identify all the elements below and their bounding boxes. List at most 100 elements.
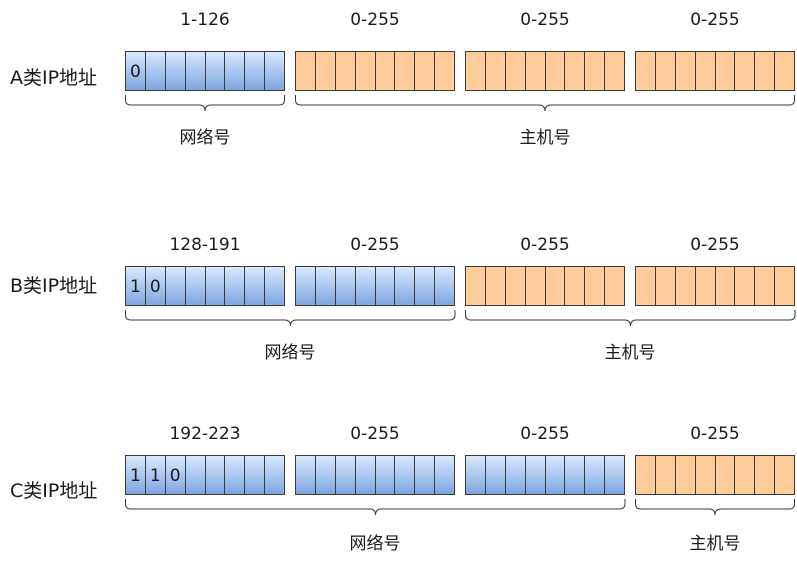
range-label: 0-255 bbox=[350, 424, 400, 444]
bit-cell bbox=[506, 52, 526, 90]
bit-cell bbox=[585, 52, 606, 90]
bit-cell bbox=[755, 52, 776, 90]
bit-cell bbox=[585, 456, 606, 494]
bit-cell bbox=[565, 52, 586, 90]
bit-cell bbox=[546, 456, 566, 494]
bit-cell bbox=[696, 52, 716, 90]
bit-cell bbox=[656, 456, 676, 494]
bit-cell bbox=[356, 456, 376, 494]
bit-cell bbox=[206, 456, 226, 494]
bit-cell bbox=[716, 267, 736, 305]
bit-cell bbox=[336, 456, 356, 494]
bit-cell bbox=[696, 456, 716, 494]
bit-cell bbox=[356, 267, 376, 305]
octet-4 bbox=[635, 266, 795, 306]
host-brace bbox=[635, 499, 795, 516]
bit-cell bbox=[166, 267, 186, 305]
bit-cell bbox=[395, 456, 416, 494]
bit-cell bbox=[506, 267, 526, 305]
network-part-label: 网络号 bbox=[349, 534, 401, 554]
range-label: 0-255 bbox=[520, 424, 570, 444]
bit-cell bbox=[296, 52, 316, 90]
octet-4 bbox=[635, 455, 795, 495]
bit-cell bbox=[376, 456, 396, 494]
bit-cell: 0 bbox=[146, 267, 166, 305]
range-label: 0-255 bbox=[520, 10, 570, 30]
bit-cell bbox=[775, 52, 794, 90]
range-label: 0-255 bbox=[690, 235, 740, 255]
bit-cell bbox=[186, 267, 206, 305]
bit-cell bbox=[466, 52, 486, 90]
bit-cell bbox=[336, 267, 356, 305]
bit-cell bbox=[656, 52, 676, 90]
range-label: 0-255 bbox=[350, 10, 400, 30]
octet-3 bbox=[465, 51, 625, 91]
bit-cell bbox=[526, 456, 546, 494]
bit-cell: 1 bbox=[126, 267, 146, 305]
range-label: 0-255 bbox=[690, 424, 740, 444]
bit-cell bbox=[466, 267, 486, 305]
range-label: 128-191 bbox=[169, 235, 241, 255]
octet-3 bbox=[465, 266, 625, 306]
bit-cell bbox=[225, 267, 246, 305]
octet-2 bbox=[295, 455, 455, 495]
octet-3 bbox=[465, 455, 625, 495]
bit-cell bbox=[415, 267, 436, 305]
bit-cell bbox=[735, 456, 756, 494]
bit-cell bbox=[206, 52, 226, 90]
bit-cell bbox=[146, 52, 166, 90]
bit-cell bbox=[166, 52, 186, 90]
bit-cell bbox=[356, 52, 376, 90]
network-brace bbox=[125, 310, 456, 327]
host-brace bbox=[465, 310, 796, 327]
bit-cell: 0 bbox=[126, 52, 146, 90]
bit-cell bbox=[265, 267, 284, 305]
bit-cell bbox=[435, 267, 454, 305]
bit-cell bbox=[415, 456, 436, 494]
bit-cell: 1 bbox=[126, 456, 146, 494]
octet-1: 0 bbox=[125, 51, 285, 91]
bit-cell bbox=[526, 267, 546, 305]
range-label: 0-255 bbox=[690, 10, 740, 30]
network-part-label: 网络号 bbox=[264, 343, 316, 363]
range-label: 1-126 bbox=[180, 10, 230, 30]
bit-cell bbox=[735, 267, 756, 305]
bit-cell bbox=[486, 267, 506, 305]
bit-cell bbox=[775, 267, 794, 305]
bit-cell bbox=[336, 52, 356, 90]
bit-cell bbox=[605, 456, 624, 494]
bit-cell bbox=[546, 267, 566, 305]
bit-cell bbox=[316, 52, 336, 90]
bit-cell bbox=[245, 267, 266, 305]
bit-cell bbox=[755, 267, 776, 305]
bit-cell bbox=[265, 52, 284, 90]
bit-cell bbox=[395, 267, 416, 305]
bit-cell bbox=[676, 267, 696, 305]
bit-cell: 0 bbox=[166, 456, 186, 494]
bit-cell bbox=[716, 456, 736, 494]
bit-cell bbox=[605, 52, 624, 90]
row-label-class-a: A类IP地址 bbox=[10, 67, 98, 89]
bit-cell bbox=[186, 52, 206, 90]
bit-cell bbox=[265, 456, 284, 494]
host-part-label: 主机号 bbox=[604, 343, 656, 363]
octet-1: 1 0 bbox=[125, 266, 285, 306]
row-label-class-b: B类IP地址 bbox=[10, 275, 98, 297]
bit-cell bbox=[735, 52, 756, 90]
bit-cell bbox=[775, 456, 794, 494]
bit-cell bbox=[316, 267, 336, 305]
bit-cell bbox=[585, 267, 606, 305]
bit-cell bbox=[466, 456, 486, 494]
bit-cell bbox=[376, 52, 396, 90]
bit-cell bbox=[395, 52, 416, 90]
bit-cell bbox=[225, 456, 246, 494]
bit-cell bbox=[546, 52, 566, 90]
bit-cell bbox=[565, 456, 586, 494]
bit-cell bbox=[676, 456, 696, 494]
network-brace bbox=[125, 499, 626, 516]
bit-cell bbox=[435, 52, 454, 90]
bit-cell bbox=[656, 267, 676, 305]
host-brace bbox=[295, 95, 795, 112]
